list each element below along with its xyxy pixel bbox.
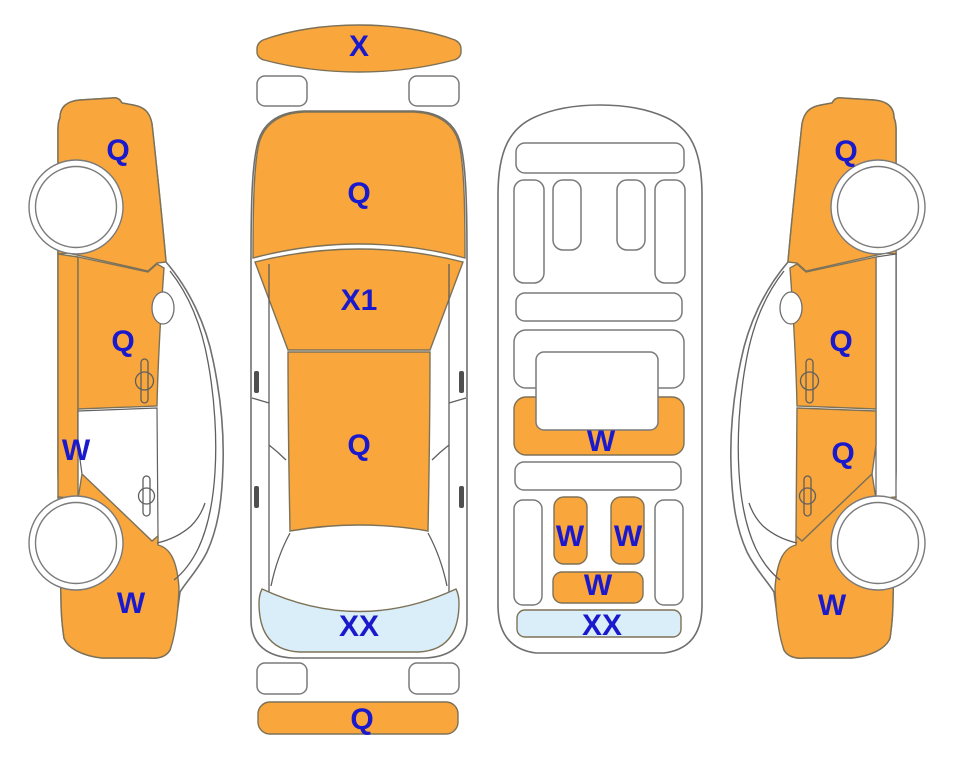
front-seat-left-inner xyxy=(552,179,582,251)
rail-handle-right-front xyxy=(459,371,464,393)
trunk-panel xyxy=(258,588,460,653)
roof-panel xyxy=(287,351,431,532)
damage-code-right-front-door: Q xyxy=(829,325,852,358)
damage-code-right-fender: Q xyxy=(834,135,857,168)
taillight-left xyxy=(256,662,308,695)
damage-code-left-front-door: Q xyxy=(111,325,134,358)
damage-code-windshield: X1 xyxy=(341,284,378,317)
damage-code-rear-center: W xyxy=(584,569,613,602)
rear-side-left xyxy=(513,499,543,606)
rear-crossmember xyxy=(514,461,682,491)
damage-code-trunk: XX xyxy=(339,610,379,643)
left-mirror xyxy=(151,291,175,325)
rail-handle-right-rear xyxy=(459,486,464,508)
headlight-left xyxy=(256,75,308,107)
damage-code-rear-bumper: Q xyxy=(350,703,373,736)
damage-code-right-rear-door: Q xyxy=(831,437,854,470)
front-seat-right-inner xyxy=(616,179,646,251)
damage-code-rear-seatback-left: W xyxy=(556,520,585,553)
right-side-view: Q Q Q W xyxy=(730,96,926,660)
damage-code-front-bumper: X xyxy=(349,30,369,63)
center-console xyxy=(535,351,659,431)
headlight-right xyxy=(408,75,460,107)
interior-view: W W W W XX xyxy=(497,104,703,654)
left-side-view: Q Q W W xyxy=(28,96,224,660)
hood-panel xyxy=(252,111,466,259)
damage-code-roof: Q xyxy=(347,429,370,462)
top-view: X Q X1 Q XX Q xyxy=(250,24,468,736)
damage-code-right-quarter: W xyxy=(818,589,847,622)
rear-bumper xyxy=(257,701,459,735)
damage-code-left-rocker: W xyxy=(62,434,91,467)
rear-center-panel xyxy=(552,571,644,604)
damage-code-hood: Q xyxy=(347,177,370,210)
taillight-right xyxy=(408,662,460,695)
rear-seatback-right-panel xyxy=(610,496,645,565)
damage-code-rear-seatback-right: W xyxy=(614,520,643,553)
windshield-panel xyxy=(254,248,464,351)
damage-code-left-quarter: W xyxy=(117,587,146,620)
rear-seatback-left-panel xyxy=(553,496,588,565)
front-crossmember xyxy=(515,292,683,322)
side-rail-lines xyxy=(251,264,467,612)
front-bumper xyxy=(256,24,462,73)
damage-code-cargo: XX xyxy=(582,609,622,642)
rail-handle-left-rear xyxy=(254,486,259,508)
damage-code-rear-seat: W xyxy=(587,425,616,458)
rear-side-right xyxy=(654,499,684,606)
right-rocker-panel xyxy=(875,253,897,500)
front-seat-left-outer xyxy=(513,179,545,284)
damage-code-left-fender: Q xyxy=(106,134,129,167)
cargo-area-panel xyxy=(516,609,682,638)
right-mirror xyxy=(779,291,803,325)
dashboard xyxy=(515,142,685,174)
front-seat-right-outer xyxy=(654,179,686,284)
rail-handle-left-front xyxy=(254,371,259,393)
